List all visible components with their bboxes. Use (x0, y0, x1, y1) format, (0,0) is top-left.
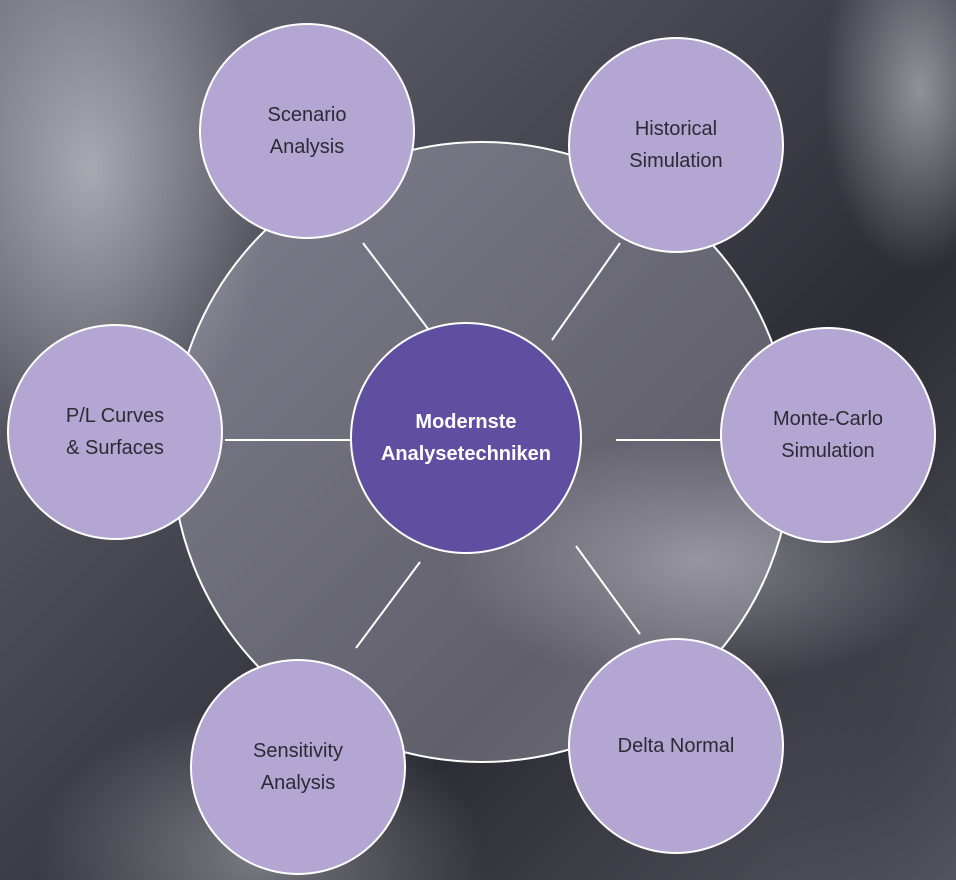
node-monte-carlo-simulation: Monte-Carlo Simulation (720, 327, 936, 543)
center-node-label: Modernste Analysetechniken (380, 411, 552, 465)
node-center-analysis-techniques: Modernste Analysetechniken (350, 322, 582, 554)
node-pl-curves-surfaces: P/L Curves & Surfaces (7, 324, 223, 540)
connector-sensitivity (355, 561, 421, 649)
node-historical-simulation-label: Historical Simulation (629, 118, 723, 172)
node-scenario-analysis: Scenario Analysis (199, 23, 415, 239)
node-pl-curves-surfaces-label: P/L Curves & Surfaces (65, 405, 165, 459)
node-monte-carlo-simulation-label: Monte-Carlo Simulation (772, 408, 884, 462)
connector-historical (551, 242, 621, 341)
node-delta-normal: Delta Normal (568, 638, 784, 854)
node-historical-simulation: Historical Simulation (568, 37, 784, 253)
node-scenario-analysis-label: Scenario Analysis (267, 104, 347, 158)
connector-scenario (362, 242, 439, 343)
node-delta-normal-label: Delta Normal (617, 735, 735, 757)
node-sensitivity-analysis-label: Sensitivity Analysis (252, 740, 344, 794)
connector-delta (575, 545, 641, 635)
node-sensitivity-analysis: Sensitivity Analysis (190, 659, 406, 875)
